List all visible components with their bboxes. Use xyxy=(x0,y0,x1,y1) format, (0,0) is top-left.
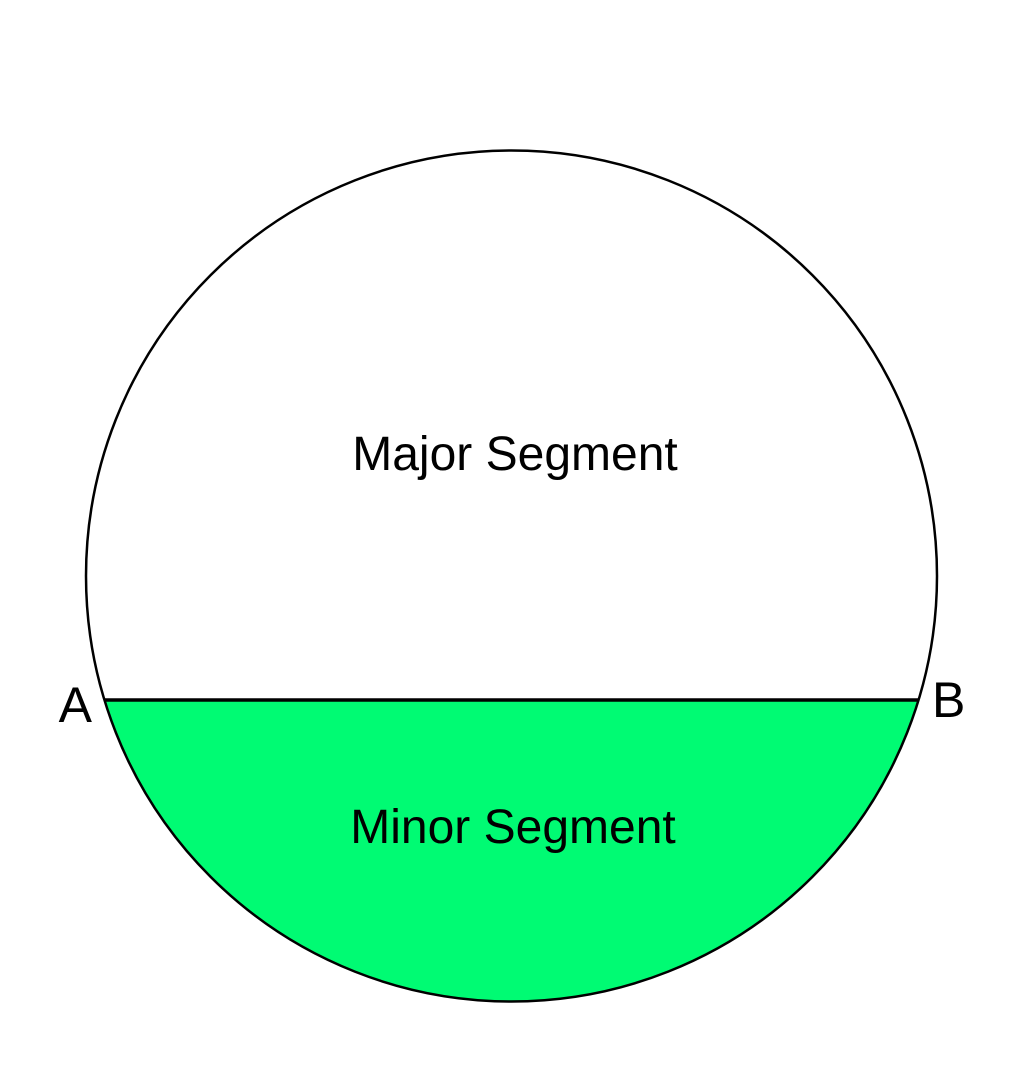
minor-segment-region xyxy=(104,700,919,1002)
label-major-segment: Major Segment xyxy=(352,428,677,481)
label-minor-segment: Minor Segment xyxy=(350,801,675,854)
circle-outline xyxy=(84,149,939,1003)
label-point-b: B xyxy=(932,672,965,728)
label-point-a: A xyxy=(59,677,93,733)
